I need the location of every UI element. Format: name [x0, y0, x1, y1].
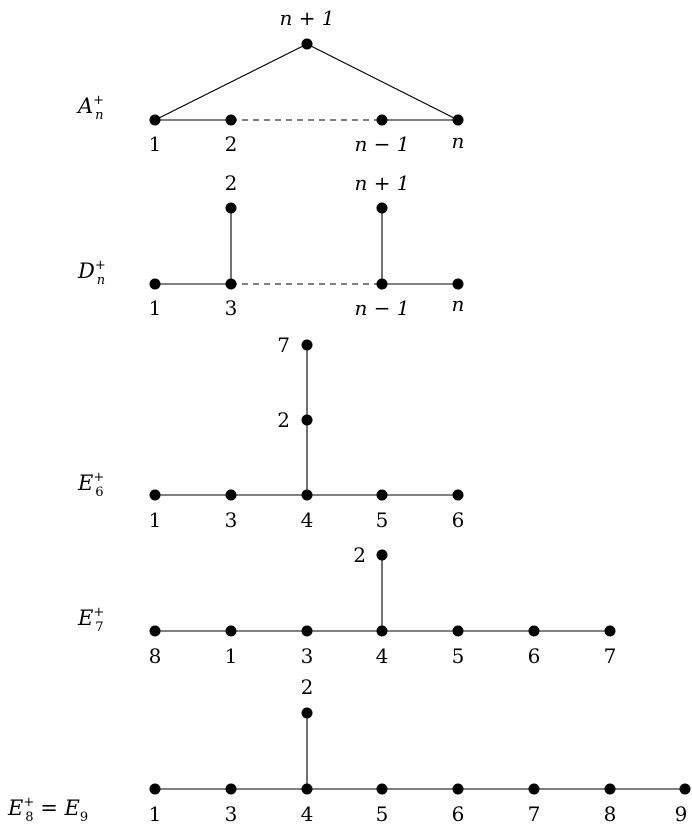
node-label-e67: 7: [277, 333, 290, 357]
node-e78: [149, 625, 161, 637]
node-dn1: [376, 278, 388, 290]
node-e86: [452, 783, 464, 795]
node-label-e62: 2: [277, 408, 290, 432]
node-d3: [225, 278, 237, 290]
node-d2: [225, 202, 237, 214]
node-e62: [301, 414, 313, 426]
node-label-e73: 3: [301, 644, 314, 668]
node-e67: [301, 339, 313, 351]
nodes-layer: [149, 38, 691, 795]
edge-a-a1-atop: [154, 43, 308, 121]
node-label-e72: 2: [353, 543, 366, 567]
node-label-d3: 3: [225, 296, 238, 320]
node-e87: [528, 783, 540, 795]
node-an1: [376, 114, 388, 126]
node-e75: [452, 625, 464, 637]
node-label-e75: 5: [452, 644, 465, 668]
diagram-name-e7: E+7: [77, 605, 104, 635]
node-e81: [149, 783, 161, 795]
node-a2: [225, 114, 237, 126]
node-a1: [149, 114, 161, 126]
node-label-a2: 2: [225, 132, 238, 156]
node-label-e61: 1: [149, 508, 162, 532]
node-e72: [376, 549, 388, 561]
node-atop: [301, 38, 313, 50]
node-e73: [301, 625, 313, 637]
node-an: [452, 114, 464, 126]
node-e61: [149, 489, 161, 501]
node-dtop: [376, 202, 388, 214]
node-label-dn: n: [452, 292, 465, 316]
node-label-dn1: n − 1: [354, 296, 409, 320]
node-e65: [376, 489, 388, 501]
node-label-e66: 6: [452, 508, 465, 532]
node-label-e89: 9: [675, 802, 688, 826]
node-e66: [452, 489, 464, 501]
node-label-e86: 6: [452, 802, 465, 826]
node-label-a1: 1: [149, 132, 162, 156]
node-label-e78: 8: [149, 644, 162, 668]
labels-layer: 1 2 n − 1 n n + 1 1 3 n − 1 n 2 n + 1 1 3 4 5 6 2 7 8 1 3 4 5 6…: [149, 6, 688, 826]
edges-layer: [154, 43, 685, 790]
node-label-e85: 5: [376, 802, 389, 826]
node-e64: [301, 489, 313, 501]
node-label-an1: n − 1: [354, 132, 409, 156]
node-label-e65: 5: [376, 508, 389, 532]
node-e88: [604, 783, 616, 795]
node-label-dtop: n + 1: [354, 171, 409, 195]
diagram-name-d: D+n: [77, 258, 106, 288]
node-label-d1: 1: [149, 296, 162, 320]
diagram-name-a: A+n: [76, 93, 104, 123]
node-label-e63: 3: [225, 508, 238, 532]
node-label-an: n: [452, 129, 465, 153]
node-e89: [679, 783, 691, 795]
node-d1: [149, 278, 161, 290]
diagram-name-e8: E+8 = E9: [7, 795, 88, 825]
node-e76: [528, 625, 540, 637]
edge-a-atop-an: [306, 43, 459, 121]
node-dn: [452, 278, 464, 290]
node-label-e81: 1: [149, 802, 162, 826]
node-label-e71: 1: [225, 644, 238, 668]
node-e77: [604, 625, 616, 637]
node-label-e88: 8: [604, 802, 617, 826]
node-label-e77: 7: [604, 644, 617, 668]
node-label-atop: n + 1: [279, 6, 334, 30]
node-label-e74: 4: [376, 644, 389, 668]
node-label-d2: 2: [225, 171, 238, 195]
node-label-e87: 7: [528, 802, 541, 826]
diagram-name-e6: E+6: [77, 470, 104, 500]
node-e82: [301, 707, 313, 719]
node-e83: [225, 783, 237, 795]
node-label-e83: 3: [225, 802, 238, 826]
node-label-e82: 2: [301, 675, 314, 699]
node-e84: [301, 783, 313, 795]
node-label-e64: 4: [301, 508, 314, 532]
node-e74: [376, 625, 388, 637]
node-e71: [225, 625, 237, 637]
node-label-e76: 6: [528, 644, 541, 668]
node-e63: [225, 489, 237, 501]
node-e85: [376, 783, 388, 795]
node-label-e84: 4: [301, 802, 314, 826]
